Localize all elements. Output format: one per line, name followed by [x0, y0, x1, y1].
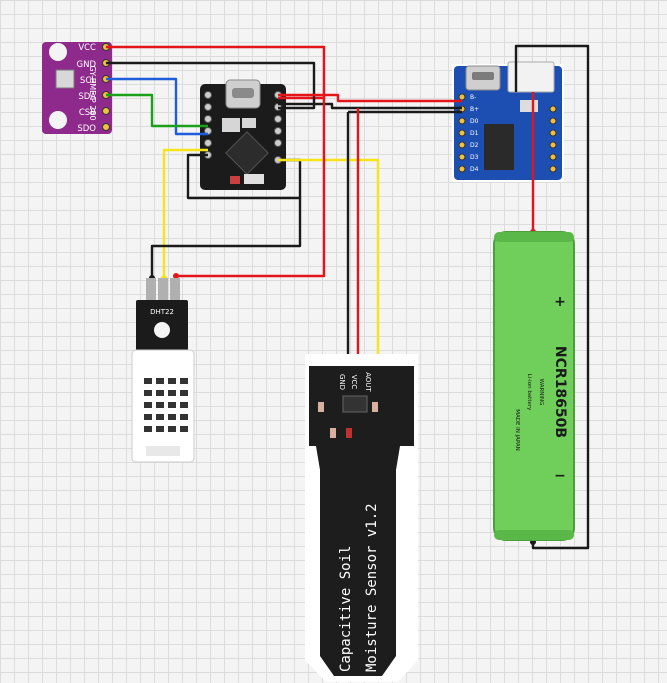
- mcu-pin-left-5[interactable]: [204, 139, 212, 147]
- dht-pin: [158, 278, 168, 304]
- wire-dht-gnd[interactable]: [150, 198, 302, 278]
- charger-pin-right-6[interactable]: [549, 165, 557, 173]
- soil-pin-label-gnd: GND: [338, 374, 346, 390]
- wire-bme-gnd[interactable]: [106, 61, 316, 110]
- wire-mcu-charger-power[interactable]: [278, 93, 462, 103]
- dht-pin: [170, 278, 180, 304]
- charger-pin-b-minus[interactable]: [458, 93, 466, 101]
- wire-bme-scl[interactable]: [106, 77, 208, 136]
- charger-pin-right-3[interactable]: [549, 129, 557, 137]
- wire-soil-aout[interactable]: [278, 158, 380, 358]
- charger-pin-d4[interactable]: [458, 165, 466, 173]
- soil-sensor-title-line1: Capacitive Soil: [338, 546, 354, 672]
- boot-button[interactable]: [222, 118, 240, 132]
- status-led: [230, 176, 240, 184]
- wire-dht-data[interactable]: [162, 148, 208, 278]
- charger-pin-label-b-plus: B+: [470, 106, 479, 113]
- wire-bme-sda[interactable]: [106, 93, 208, 128]
- dht-tab: [146, 446, 180, 456]
- charger-pin-d2[interactable]: [458, 141, 466, 149]
- charger-ic: [484, 124, 514, 170]
- antenna: [244, 174, 264, 184]
- mcu-pin-left-1[interactable]: [204, 91, 212, 99]
- usb-c-port: [232, 88, 254, 98]
- mounting-hole-icon: [49, 111, 67, 129]
- charger-pin-right-1[interactable]: [549, 105, 557, 113]
- mcu-pin-left-2[interactable]: [204, 103, 212, 111]
- charger-board: [454, 66, 562, 180]
- bme280-board-text: GY-BME/P 280: [88, 65, 97, 120]
- battery-plus-sign: +: [554, 294, 566, 310]
- bme280-pin-label-csb: CSB: [79, 108, 96, 118]
- bme280-board: [42, 42, 112, 134]
- charger-pin-label-b-minus: B-: [470, 94, 476, 101]
- charger-pin-label-d2: D2: [470, 142, 479, 149]
- bme280-pin-label-sda: SDA: [78, 92, 96, 102]
- esp32-c3-board[interactable]: [200, 79, 286, 190]
- li-ion-battery-18650[interactable]: NCR18650B + − WARNING Li-ion battery MAD…: [493, 231, 575, 541]
- bme280-pin-label-scl: SCL: [80, 76, 96, 86]
- mounting-hole-icon: [49, 43, 67, 61]
- micro-usb-port: [472, 72, 494, 80]
- soil-sensor-chip: [342, 395, 368, 413]
- dht-pin-label: DHT22: [150, 308, 174, 316]
- battery-minus-sign: −: [554, 468, 566, 484]
- battery-fine-print-1: WARNING: [538, 379, 544, 406]
- bme280-pin-csb[interactable]: [102, 107, 110, 115]
- battery-model-label: NCR18650B: [552, 346, 568, 438]
- charger-pin-right-2[interactable]: [549, 117, 557, 125]
- sensor-chip: [55, 69, 75, 89]
- inductor: [520, 100, 538, 112]
- soil-smd-part: [330, 428, 336, 438]
- bme280-pin-label-vcc: VCC: [78, 43, 96, 53]
- charger-pin-label-d3: D3: [470, 154, 479, 161]
- mounting-hole-icon: [154, 322, 170, 338]
- charger-pin-d1[interactable]: [458, 129, 466, 137]
- soil-pin-label-vcc: VCC: [350, 375, 358, 390]
- wire-battery-negative[interactable]: [514, 44, 590, 550]
- soil-sensor-title-line2: Moisture Sensor v1.2: [364, 503, 380, 672]
- charger-pin-d3[interactable]: [458, 153, 466, 161]
- battery-cap-bottom: [494, 530, 574, 540]
- bme280-pin-label-gnd: GND: [77, 60, 97, 70]
- dht22-sensor[interactable]: DHT22: [131, 278, 195, 463]
- soil-smd-part: [346, 428, 352, 438]
- charger-pin-label-d4: D4: [470, 166, 479, 173]
- bme280-pin-sdo[interactable]: [102, 123, 110, 131]
- battery-fine-print-3: MADE IN JAPAN: [514, 409, 520, 451]
- joint-dot: [173, 273, 179, 279]
- mcu-pin-right-4[interactable]: [274, 127, 282, 135]
- wire-bme-vcc[interactable]: [106, 45, 326, 100]
- battery-jst-connector[interactable]: [507, 61, 555, 93]
- battery-cap-top: [494, 232, 574, 242]
- charger-pin-right-4[interactable]: [549, 141, 557, 149]
- soil-pin-label-aout: AOUT: [364, 372, 372, 392]
- soil-sensor-board: [309, 366, 414, 676]
- capacitive-soil-sensor[interactable]: GND VCC AOUT Capacitive Soil Moisture Se…: [305, 354, 418, 682]
- bme280-pin-label-sdo: SDO: [77, 124, 96, 134]
- charger-pin-right-5[interactable]: [549, 153, 557, 161]
- mcu-pin-left-3[interactable]: [204, 115, 212, 123]
- charger-pin-label-d1: D1: [470, 130, 479, 137]
- mcu-chip: [225, 131, 269, 175]
- charger-pin-d0[interactable]: [458, 117, 466, 125]
- soil-smd-part: [372, 402, 378, 412]
- soil-smd-part: [318, 402, 324, 412]
- mcu-pin-right-3[interactable]: [274, 115, 282, 123]
- bme280-module[interactable]: GY-BME/P 280 VCC GND SCL SDA CSB SDO: [42, 42, 112, 134]
- reset-button[interactable]: [242, 118, 256, 128]
- wire-mcu-charger-ground[interactable]: [278, 102, 462, 110]
- battery-fine-print-2: Li-ion battery: [526, 374, 532, 412]
- battery-charger-module[interactable]: B- B+ D0 D1 D2 D3 D4: [452, 61, 564, 182]
- mcu-pin-right-5[interactable]: [274, 139, 282, 147]
- dht-vent-grid: [144, 378, 188, 432]
- charger-pin-label-d0: D0: [470, 118, 479, 125]
- dht-pin: [146, 278, 156, 304]
